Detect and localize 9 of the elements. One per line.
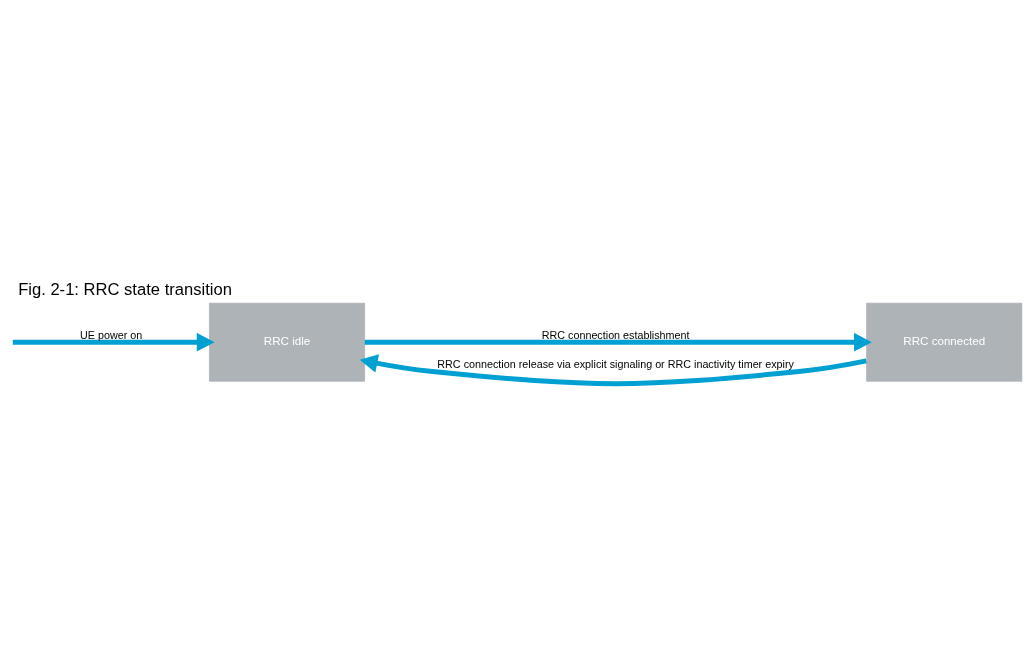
node-box: RRC connected <box>866 302 1023 382</box>
arrow <box>359 354 867 387</box>
node-box: RRC idle <box>209 302 366 382</box>
edge-label: RRC connection release via explicit signaling or RRC inactivity timer expiry <box>437 358 794 371</box>
edge-label: UE power on <box>79 329 143 342</box>
edge-label: RRC connection establishment <box>541 329 690 342</box>
diagram-title: Fig. 2-1: RRC state transition <box>18 279 232 299</box>
arrow <box>12 332 215 352</box>
arrow <box>364 332 872 352</box>
